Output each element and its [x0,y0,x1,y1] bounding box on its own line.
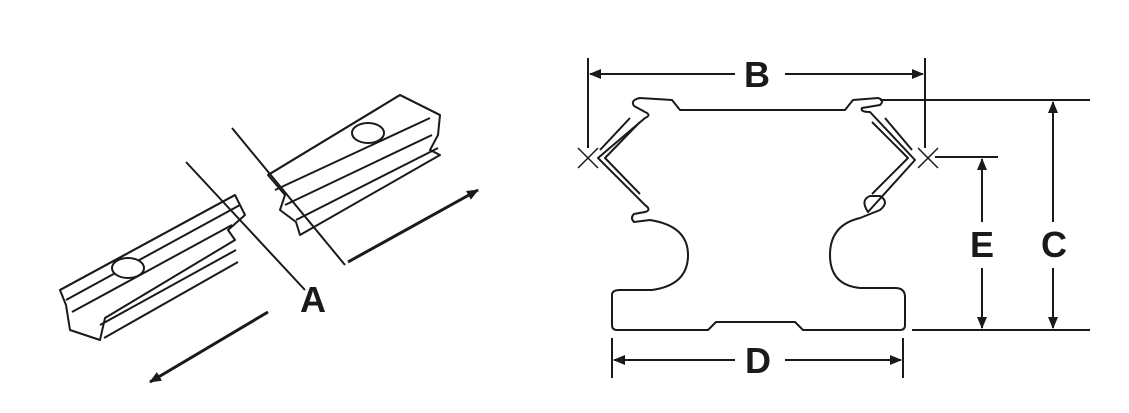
rail-segment-left [59,194,246,341]
contact-mark-left [577,147,599,169]
dimension-label-b: B [744,54,770,95]
break-line-right [231,127,346,266]
rail-segment-right [267,94,441,236]
dimension-label-e: E [970,224,994,265]
rail-isometric-view [59,94,441,341]
dimension-a [149,188,479,384]
rail-profile [597,97,916,331]
dimension-a-arrow-left [149,310,269,384]
break-line-left [185,161,306,291]
dimension-a-arrow-right [347,188,479,264]
dimension-label-a: A [300,279,326,320]
rail-cross-section [597,97,916,331]
dimension-d [611,338,904,378]
dimension-c-e [880,99,1090,331]
contact-mark-right [917,147,939,169]
dimension-b [577,58,939,169]
dimension-label-d: D [745,340,771,381]
mounting-hole-left [111,257,145,279]
mounting-hole-right [351,122,385,144]
ball-groove-left [604,121,641,195]
ball-groove-right [871,121,909,195]
dimension-label-c: C [1041,224,1067,265]
